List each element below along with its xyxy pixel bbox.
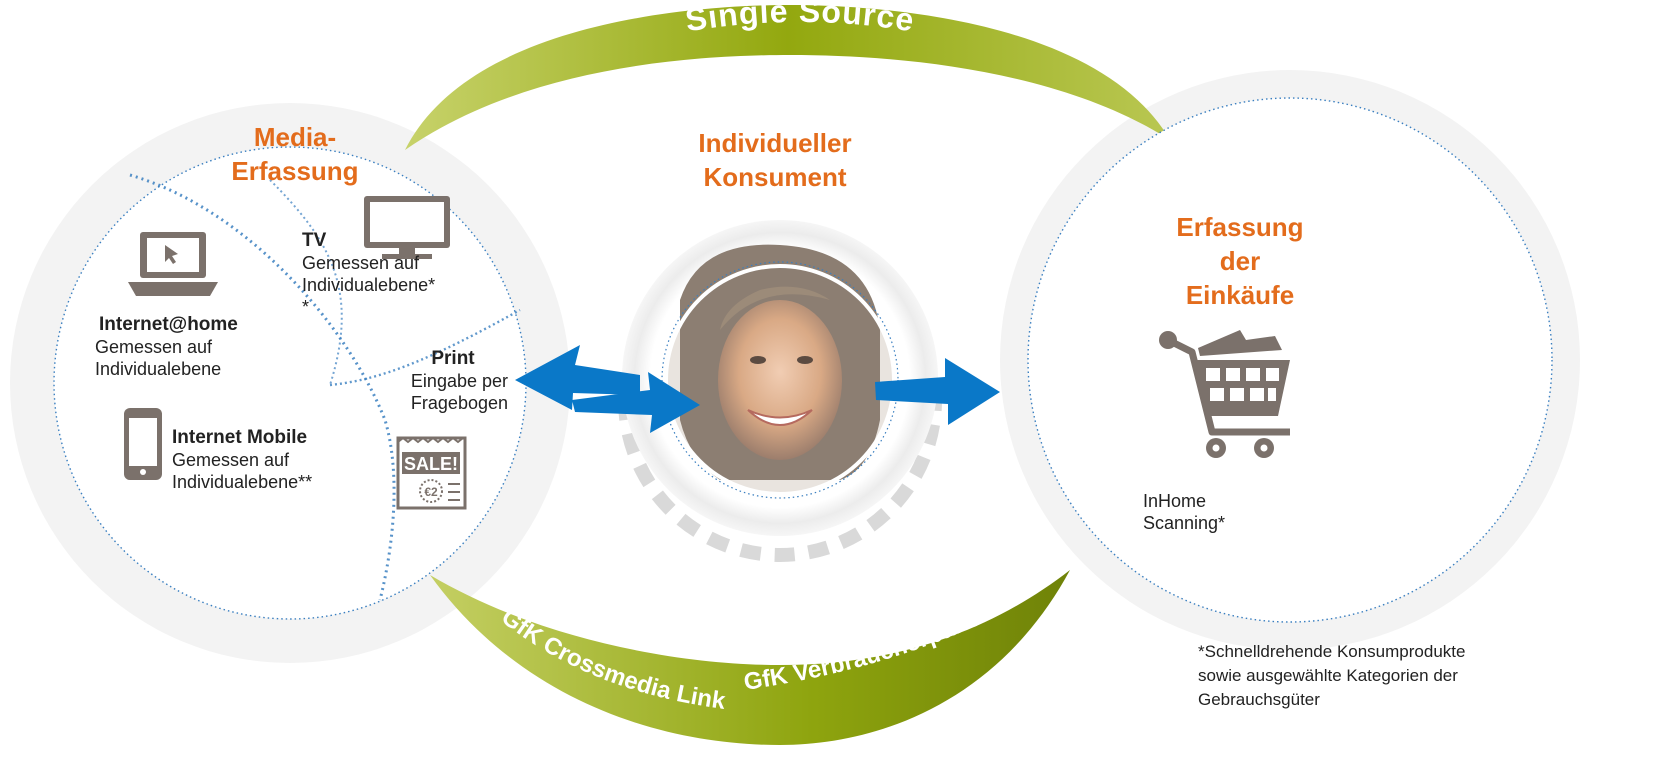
- inhome-scanning-label: InHome Scanning*: [1143, 490, 1225, 534]
- footnote-line3: Gebrauchsgüter: [1198, 690, 1320, 709]
- left-divider-3: [329, 308, 521, 387]
- consumer-photo: [661, 244, 899, 499]
- double-arrow-left: [515, 345, 640, 410]
- internet-mobile-label: Internet Mobile Gemessen auf Individuale…: [172, 427, 312, 493]
- inhome-scanning-line2: Scanning*: [1143, 513, 1226, 533]
- inhome-scanning-line1: InHome: [1143, 491, 1207, 511]
- internet-home-line2: Individualebene: [95, 359, 222, 379]
- purchases-heading: Erfassung der Einkäufe: [1140, 210, 1340, 312]
- consumer-heading-line2: Konsument: [703, 162, 847, 192]
- media-heading: Media- Erfassung: [195, 120, 395, 188]
- footnote: *Schnelldrehende Konsumprodukte sowie au…: [1198, 640, 1465, 712]
- tv-line2: Individualebene*: [302, 275, 436, 295]
- consumer-heading: Individueller Konsument: [660, 126, 890, 194]
- svg-text:€2: €2: [424, 485, 438, 499]
- print-title: Print: [431, 348, 475, 369]
- print-label: Print Eingabe per Fragebogen: [398, 348, 508, 414]
- internet-mobile-line1: Gemessen auf: [172, 450, 290, 470]
- print-line2: Fragebogen: [410, 393, 508, 413]
- internet-mobile-title: Internet Mobile: [172, 427, 308, 448]
- laptop-icon: [128, 232, 218, 296]
- purchases-heading-line1: Erfassung: [1176, 212, 1304, 242]
- tv-line3: *: [302, 297, 310, 317]
- right-circle-outline: [1027, 97, 1553, 623]
- purchases-heading-line2: der: [1219, 246, 1261, 276]
- internet-home-label: Internet@home Gemessen auf Individualebe…: [95, 314, 238, 380]
- newspaper-icon: SALE! €2: [396, 436, 467, 510]
- footnote-line2: sowie ausgewählte Kategorien der: [1198, 666, 1458, 685]
- consumer-heading-line1: Individueller: [698, 128, 852, 158]
- left-divider-2: [269, 179, 343, 386]
- tv-label: TV Gemessen auf Individualebene* *: [302, 230, 435, 318]
- tv-line1: Gemessen auf: [302, 253, 420, 273]
- shopping-cart-icon: [1159, 330, 1290, 458]
- double-arrow-right: [572, 372, 700, 433]
- center-dashed-ring: [618, 399, 942, 562]
- internet-home-line1: Gemessen auf: [95, 337, 213, 357]
- media-heading-line2: Erfassung: [231, 156, 359, 186]
- media-heading-line1: Media-: [253, 122, 337, 152]
- print-line1: Eingabe per: [410, 371, 508, 391]
- arrow-to-purchases: [875, 358, 1000, 425]
- tv-title: TV: [302, 230, 327, 251]
- purchases-heading-line3: Einkäufe: [1185, 280, 1295, 310]
- footnote-line1: *Schnelldrehende Konsumprodukte: [1198, 642, 1466, 661]
- internet-mobile-line2: Individualebene**: [172, 472, 313, 492]
- bottom-green-arc: [430, 570, 1070, 745]
- smartphone-icon: [124, 408, 162, 480]
- top-green-arc: [405, 5, 1170, 150]
- tv-icon: [364, 196, 450, 259]
- internet-home-title: Internet@home: [99, 314, 238, 335]
- svg-text:SALE!: SALE!: [404, 454, 458, 474]
